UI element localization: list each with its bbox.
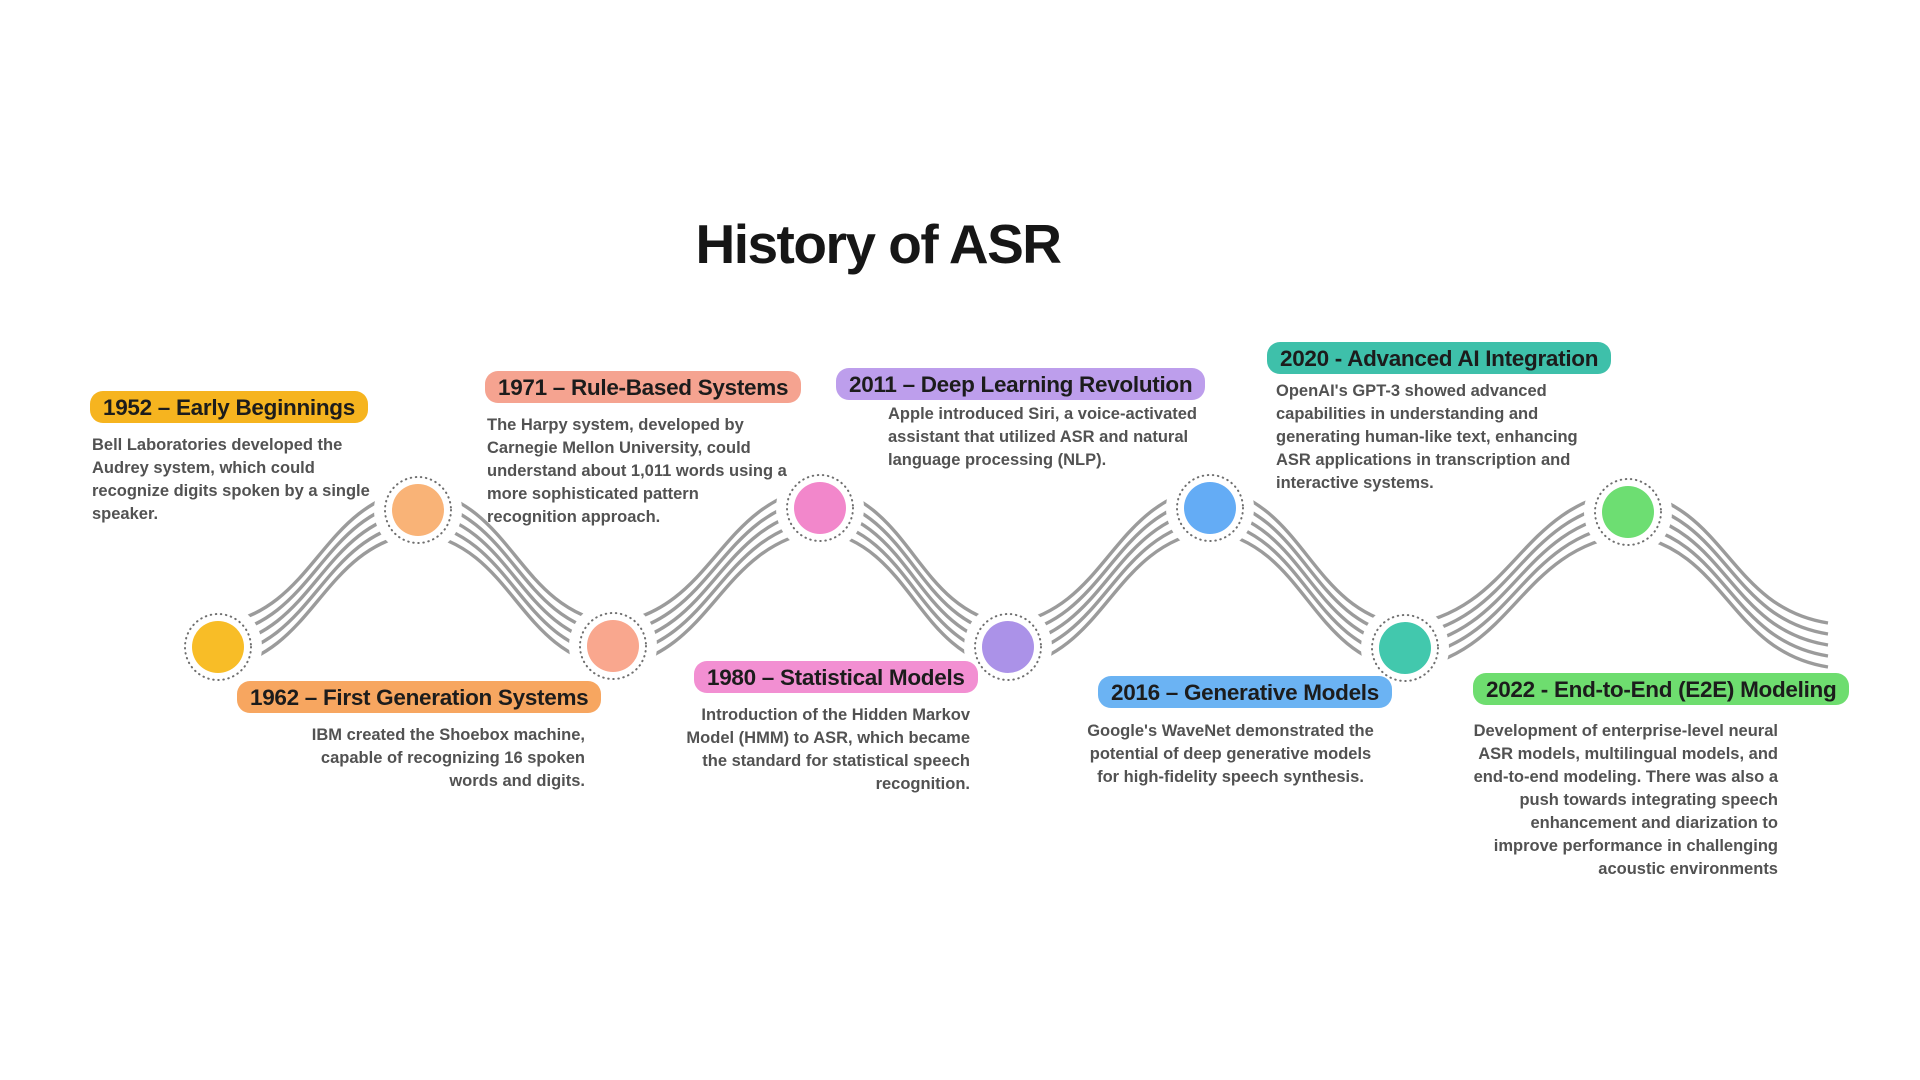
timeline-wave-line <box>1404 532 1629 672</box>
milestone-1971-year-pill: 1971 – Rule-Based Systems <box>485 371 802 403</box>
node-dotted-ring <box>579 612 647 680</box>
timeline-wave-line <box>1627 532 1829 669</box>
timeline-wave-line <box>1209 517 1406 661</box>
timeline-wave-line <box>217 519 419 660</box>
milestone-1971-description: The Harpy system, developed by Carnegie … <box>487 416 787 526</box>
timeline-wave-line <box>1404 488 1629 628</box>
timeline-wave-line <box>1209 506 1406 650</box>
milestone-2016-description: Google's WaveNet demonstrated the potent… <box>1087 722 1374 786</box>
timeline-wave-line <box>1209 495 1406 639</box>
timeline-wave-line <box>1007 495 1211 638</box>
node-dotted-ring <box>1371 614 1439 682</box>
milestone-1952-year-pill: 1952 – Early Beginnings <box>90 391 368 423</box>
milestone-2011-year-pill: 2011 – Deep Learning Revolution <box>836 368 1206 400</box>
timeline-wave-line <box>1209 484 1406 628</box>
node-dotted-ring <box>786 474 854 542</box>
node-mask <box>569 602 657 690</box>
timeline-wave-line <box>819 484 1009 627</box>
timeline-wave-line <box>1007 517 1211 660</box>
node-dotted-ring <box>384 476 452 544</box>
timeline-node-1971 <box>569 602 657 690</box>
timeline-node-2016 <box>1166 464 1254 552</box>
page-title: History of ASR <box>695 213 1062 275</box>
milestone-2022-year-pill: 2022 - End-to-End (E2E) Modeling <box>1473 673 1850 705</box>
timeline-wave-line <box>217 530 419 671</box>
timeline-node-1952 <box>174 603 262 691</box>
timeline-wave-line <box>1627 521 1829 658</box>
timeline-wave-line <box>217 508 419 649</box>
node-dotted-ring <box>974 613 1042 681</box>
timeline-wave-line <box>417 519 614 659</box>
node-circle <box>1379 622 1431 674</box>
milestone-2016-year-pill: 2016 – Generative Models <box>1098 676 1392 708</box>
timeline-wave-line <box>1627 499 1829 636</box>
timeline-wave-line <box>612 517 821 659</box>
timeline-wave-line <box>819 528 1009 671</box>
milestone-2022-description: Development of enterprise-level neural A… <box>1473 722 1778 878</box>
timeline-wave-line <box>1627 488 1829 625</box>
timeline-wave-line <box>819 506 1009 649</box>
timeline-wave-line <box>819 517 1009 660</box>
node-circle <box>982 621 1034 673</box>
timeline-wave-line <box>1007 528 1211 671</box>
timeline-wave-line <box>417 508 614 648</box>
node-circle <box>1602 486 1654 538</box>
milestone-1952-description: Bell Laboratories developed the Audrey s… <box>92 436 370 523</box>
node-dotted-ring <box>1176 474 1244 542</box>
milestone-1962-year-pill: 1962 – First Generation Systems <box>237 681 602 713</box>
timeline-wave-line <box>1209 528 1406 672</box>
timeline-wave-line <box>612 528 821 670</box>
timeline-wave-line <box>1404 499 1629 639</box>
node-dotted-ring <box>184 613 252 681</box>
node-circle <box>587 620 639 672</box>
node-mask <box>174 603 262 691</box>
milestone-2011-description: Apple introduced Siri, a voice-activated… <box>888 405 1197 469</box>
node-dotted-ring <box>1594 478 1662 546</box>
node-mask <box>1166 464 1254 552</box>
node-circle <box>794 482 846 534</box>
milestone-2020-description: OpenAI's GPT-3 showed advanced capabilit… <box>1276 382 1578 492</box>
milestone-1980-year-pill: 1980 – Statistical Models <box>694 661 978 693</box>
node-circle <box>192 621 244 673</box>
timeline-wave-line <box>1627 510 1829 647</box>
milestone-1962-description: IBM created the Shoebox machine, capable… <box>311 726 585 790</box>
timeline-wave-line <box>417 530 614 670</box>
timeline-wave-line <box>819 495 1009 638</box>
timeline-wave-line <box>1007 484 1211 627</box>
timeline-wave-line <box>1404 521 1629 661</box>
milestone-1980-description: Introduction of the Hidden Markov Model … <box>686 706 970 793</box>
milestone-2020-year-pill: 2020 - Advanced AI Integration <box>1267 342 1612 374</box>
node-circle <box>392 484 444 536</box>
timeline-wave-line <box>1404 510 1629 650</box>
timeline-wave-line <box>1007 506 1211 649</box>
node-circle <box>1184 482 1236 534</box>
